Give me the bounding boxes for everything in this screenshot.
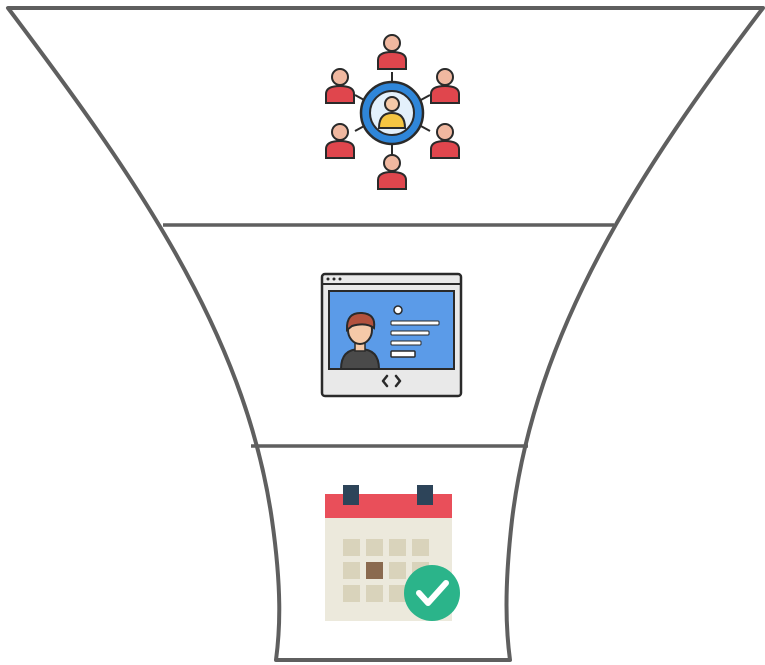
people-network-icon bbox=[325, 34, 460, 190]
person-icon-bottom bbox=[377, 154, 407, 190]
profile-webpage-icon bbox=[320, 272, 463, 398]
person-icon-top bbox=[377, 34, 407, 70]
calendar-check-icon bbox=[325, 485, 460, 621]
person-icon-upper-left bbox=[325, 68, 355, 104]
person-icon-lower-right bbox=[430, 123, 460, 159]
person-icon-upper-right bbox=[430, 68, 460, 104]
person-icon-lower-left bbox=[325, 123, 355, 159]
